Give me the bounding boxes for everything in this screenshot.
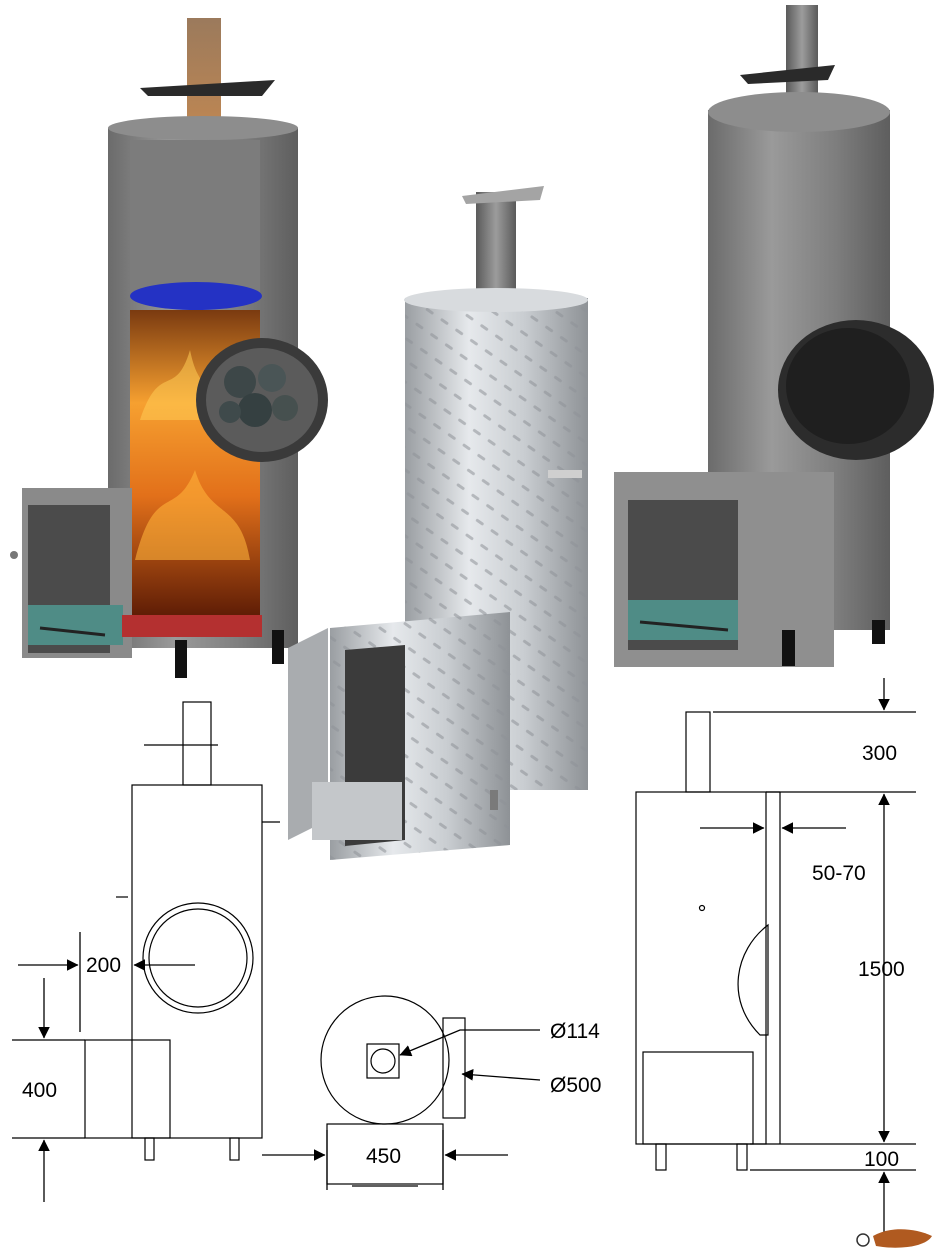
side-elevation-drawing bbox=[635, 711, 781, 1171]
leg bbox=[736, 1143, 748, 1171]
side-chimney-outline bbox=[685, 711, 711, 793]
watermark-logo bbox=[856, 1229, 932, 1248]
leg bbox=[175, 640, 187, 678]
stone-window-inner bbox=[148, 908, 248, 1008]
photo-flue-flange bbox=[462, 186, 544, 204]
cutaway-water-tank bbox=[130, 140, 260, 300]
side-sensor bbox=[698, 904, 706, 912]
ash-pan bbox=[28, 605, 123, 645]
logo-mark bbox=[873, 1229, 932, 1248]
leg bbox=[144, 1137, 155, 1161]
dim-label-400: 400 bbox=[22, 1079, 57, 1102]
dim-label-200: 200 bbox=[86, 954, 121, 977]
logo-ring bbox=[856, 1233, 870, 1247]
shell-top bbox=[108, 116, 298, 140]
flame-tongue bbox=[135, 470, 250, 560]
dim-label-50-70: 50-70 bbox=[812, 862, 866, 885]
body-plan-circle bbox=[320, 995, 450, 1125]
leg bbox=[272, 630, 284, 664]
sauna-stones bbox=[219, 364, 298, 427]
chimney-outline bbox=[182, 701, 212, 786]
dimension-labels: 300 50-70 1500 100 200 400 Ø114 Ø500 450 bbox=[22, 742, 905, 1171]
flue-plan-square bbox=[366, 1043, 400, 1079]
photo-ash-drawer bbox=[312, 782, 402, 840]
leg bbox=[655, 1143, 667, 1171]
dim-label-1500: 1500 bbox=[858, 958, 905, 981]
door-latch bbox=[10, 551, 18, 559]
dim-label-d500: Ø500 bbox=[550, 1074, 601, 1097]
roof-flange bbox=[140, 80, 275, 96]
dim-label-100: 100 bbox=[864, 1148, 899, 1171]
water-tap bbox=[548, 470, 582, 478]
flue-plan-circle bbox=[370, 1048, 396, 1074]
body-outline bbox=[131, 784, 263, 1139]
ext-shell-top bbox=[708, 92, 890, 132]
firebox-outline bbox=[84, 1039, 171, 1139]
ash-pan-handle bbox=[39, 626, 106, 637]
side-body-outline bbox=[635, 791, 767, 1145]
leg bbox=[782, 630, 795, 666]
photo-body-top bbox=[404, 288, 588, 312]
photo-flue-pipe bbox=[476, 192, 516, 302]
firebox-floor bbox=[122, 615, 262, 637]
side-firebox-outline bbox=[642, 1051, 754, 1145]
leg bbox=[872, 620, 885, 644]
leg bbox=[229, 1137, 240, 1161]
ext-ash-pan bbox=[628, 600, 738, 640]
water-level bbox=[130, 282, 262, 310]
exterior-render bbox=[614, 5, 934, 667]
dim-label-300: 300 bbox=[862, 742, 897, 765]
stone-box-plan bbox=[442, 1017, 466, 1119]
leader-d114 bbox=[399, 1029, 540, 1057]
front-elevation-drawing bbox=[84, 701, 280, 1161]
photo-checkered-plate bbox=[288, 186, 588, 860]
cutaway-render bbox=[10, 18, 328, 678]
stone-window-outline bbox=[142, 902, 254, 1014]
stone-compartment-hatch bbox=[786, 328, 910, 444]
leg bbox=[490, 790, 498, 810]
ext-ash-pan-handle bbox=[639, 620, 729, 632]
dim-label-d114: Ø114 bbox=[550, 1020, 600, 1043]
leader-d500 bbox=[461, 1069, 541, 1081]
side-stone-hatch bbox=[737, 923, 769, 1036]
ext-roof-flange bbox=[740, 65, 835, 84]
dimension-lines bbox=[12, 678, 916, 1240]
dim-label-450: 450 bbox=[366, 1145, 401, 1168]
